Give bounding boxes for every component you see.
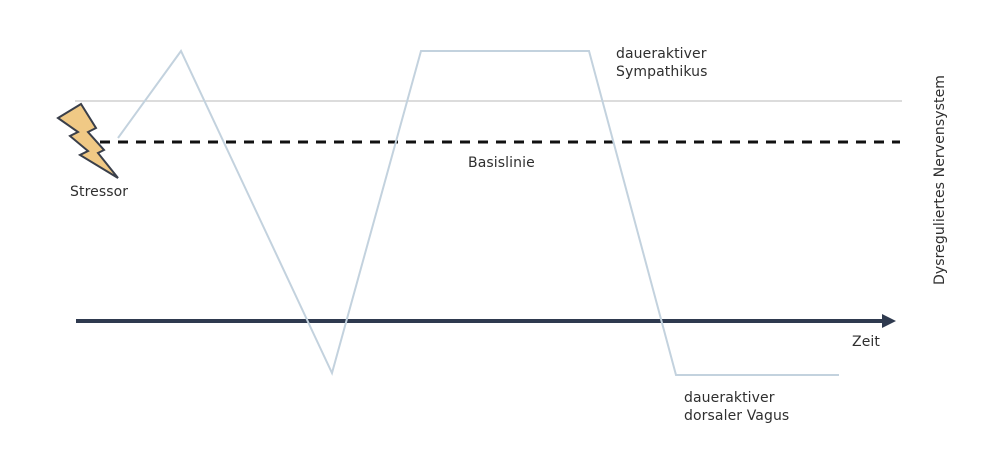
y-axis-title: Dysreguliertes Nervensystem — [932, 74, 948, 286]
time-axis-arrowhead — [882, 314, 896, 328]
vagus-label: daueraktiver dorsaler Vagus — [684, 390, 790, 424]
time-axis-label: Zeit — [852, 334, 880, 350]
sympathikus-label: daueraktiver Sympathikus — [616, 46, 708, 80]
stressor-label: Stressor — [70, 184, 129, 200]
baseline-label: Basislinie — [468, 155, 535, 171]
nervous-system-curve — [117, 49, 839, 376]
lightning-bolt-icon — [56, 102, 119, 179]
